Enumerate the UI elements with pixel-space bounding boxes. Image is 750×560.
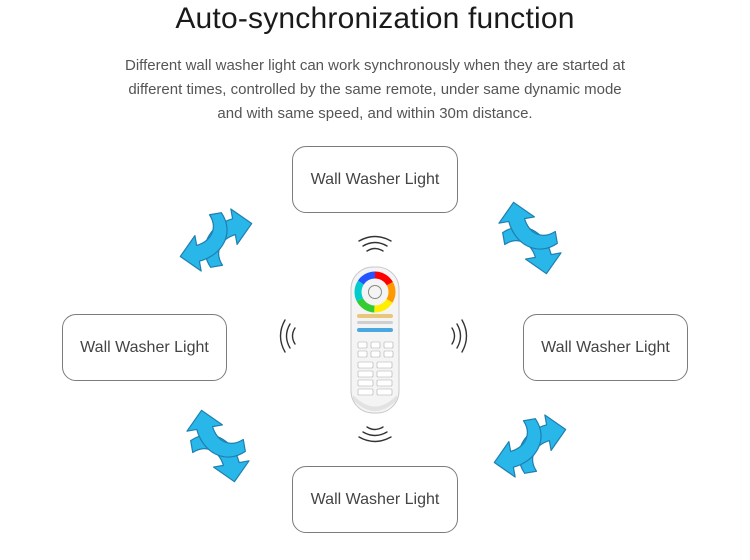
signal-wave-icon xyxy=(451,319,468,353)
signal-wave-icon xyxy=(358,426,392,443)
description-line: Different wall washer light can work syn… xyxy=(125,57,625,74)
description: Different wall washer light can work syn… xyxy=(95,54,655,126)
color-wheel-icon xyxy=(354,271,396,313)
wall-washer-light-top: Wall Washer Light xyxy=(292,146,458,213)
wall-washer-light-left: Wall Washer Light xyxy=(62,314,227,381)
rotate-arrow-icon xyxy=(183,403,253,489)
rotate-arrow-icon xyxy=(495,195,565,281)
wall-washer-light-bottom: Wall Washer Light xyxy=(292,466,458,533)
wall-washer-light-right: Wall Washer Light xyxy=(523,314,688,381)
signal-wave-icon xyxy=(358,235,392,252)
rotate-arrow-icon xyxy=(487,411,573,481)
remote-control-icon xyxy=(350,266,400,414)
page-title: Auto-synchronization function xyxy=(175,2,575,35)
signal-wave-icon xyxy=(279,319,296,353)
rotate-arrow-icon xyxy=(173,205,259,275)
description-line: different times, controlled by the same … xyxy=(128,81,622,98)
description-line: and with same speed, and within 30m dist… xyxy=(217,105,533,122)
